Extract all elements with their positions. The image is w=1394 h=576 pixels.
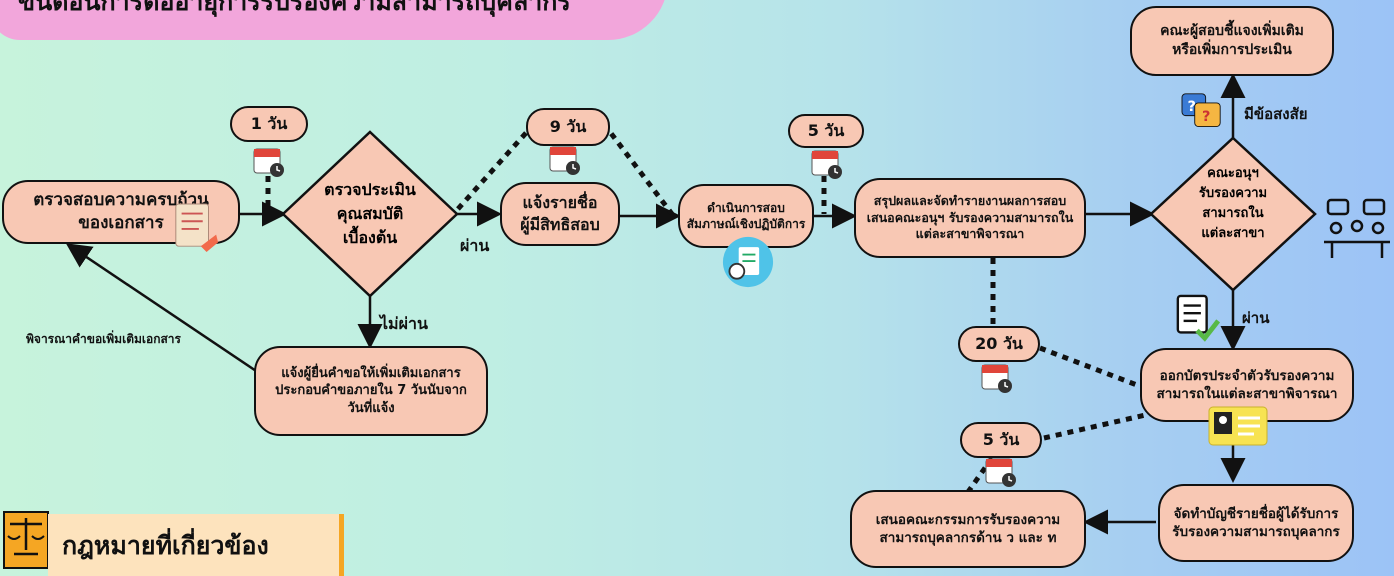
svg-text:?: ? (1187, 99, 1195, 115)
announce-text: แจ้งรายชื่อ ผู้มีสิทธิสอบ (520, 193, 600, 234)
duration-badge-5b: 5 วัน (960, 422, 1042, 458)
issue-card-text: ออกบัตรประจำตัวรับรองความ สามารถในแต่ละส… (1156, 367, 1338, 402)
notify-docs-box[interactable]: แจ้งผู้ยื่นคำขอให้เพิ่มเติมเอกสาร ประกอบ… (254, 346, 488, 436)
dotted-d20-right (1039, 345, 1151, 393)
pass-label-1: ผ่าน (460, 236, 490, 255)
subcommittee-diamond (1149, 136, 1317, 292)
duration-badge-9: 9 วัน (526, 108, 610, 146)
exam-text: ดำเนินการสอบ สัมภาษณ์เชิงปฏิบัติการ (686, 200, 806, 231)
subcommittee-text: คณะอนุฯ รับรองความ สามารถใน แต่ละสาขา (1198, 166, 1268, 242)
law-section-title: กฎหมายที่เกี่ยวข้อง (62, 531, 269, 560)
law-scales-icon (3, 511, 49, 569)
summarize-text: สรุปผลและจัดทำรายงานผลการสอบ เสนอคณะอนุฯ… (866, 192, 1074, 242)
id-card-icon (1208, 406, 1268, 446)
question-bubbles-icon: ? ? (1181, 93, 1221, 127)
fail-label: ไม่ผ่าน (380, 314, 428, 333)
calendar-icon (549, 146, 580, 175)
dotted-d5b-right (1043, 411, 1151, 441)
exam-checklist-icon (722, 236, 774, 288)
doubt-label: มีข้อสงสัย (1244, 105, 1308, 123)
meeting-people-icon (1324, 198, 1390, 258)
clarify-text: คณะผู้สอบชี้แจงเพิ่มเติม หรือเพิ่มการประ… (1160, 23, 1304, 58)
register-text: จัดทำบัญชีรายชื่อผู้ได้รับการ รับรองความ… (1172, 505, 1340, 540)
request-more-label: พิจารณาคำขอเพิ่มเติมเอกสาร (26, 332, 181, 346)
duration-badge-5a: 5 วัน (788, 114, 864, 148)
pass-label-2: ผ่าน (1242, 309, 1270, 327)
law-section-banner[interactable] (48, 514, 344, 576)
notify-docs-text: แจ้งผู้ยื่นคำขอให้เพิ่มเติมเอกสาร ประกอบ… (275, 365, 467, 416)
propose-box[interactable]: เสนอคณะกรรมการรับรองความ สามารถบุคลากรด้… (850, 490, 1086, 568)
title-banner (0, 0, 668, 40)
document-form-icon (175, 203, 219, 252)
announce-box[interactable]: แจ้งรายชื่อ ผู้มีสิทธิสอบ (500, 182, 620, 246)
calendar-icon (985, 458, 1016, 487)
calendar-icon (811, 150, 842, 179)
page-title: ขั้นตอนการต่ออายุการรับรองความสามารถบุคล… (18, 0, 571, 16)
check-docs-text: ตรวจสอบความครบถ้วน ของเอกสาร (33, 190, 209, 233)
clarify-box[interactable]: คณะผู้สอบชี้แจงเพิ่มเติม หรือเพิ่มการประ… (1130, 6, 1334, 76)
propose-text: เสนอคณะกรรมการรับรองความ สามารถบุคลากรด้… (875, 511, 1061, 546)
duration-badge-1: 1 วัน (230, 106, 308, 142)
svg-text:?: ? (1202, 109, 1210, 125)
register-box[interactable]: จัดทำบัญชีรายชื่อผู้ได้รับการ รับรองความ… (1158, 484, 1354, 562)
duration-badge-20: 20 วัน (958, 326, 1040, 362)
assess-diamond (281, 130, 459, 298)
summarize-box[interactable]: สรุปผลและจัดทำรายงานผลการสอบ เสนอคณะอนุฯ… (854, 178, 1086, 258)
dotted-d9-left (455, 122, 536, 212)
assess-text: ตรวจประเมิน คุณสมบัติ เบื้องต้น (324, 180, 416, 247)
approved-document-icon (1176, 294, 1221, 342)
calendar-icon (981, 364, 1012, 393)
arrow-notify-check (65, 243, 263, 377)
calendar-icon (253, 148, 284, 177)
